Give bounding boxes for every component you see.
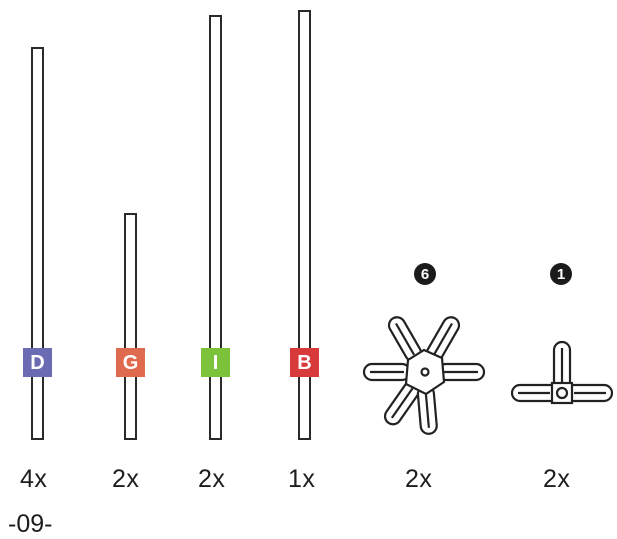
connector-6-quantity: 2x [405,465,433,493]
rod-b-quantity: 1x [288,465,316,493]
rod-b-label: B [290,348,319,377]
rod-g-label: G [116,348,145,377]
connector-1-number: 1 [550,263,572,285]
rod-i-label: I [201,348,230,377]
rod-g [124,213,137,440]
t-connector-icon [510,340,614,405]
rod-d [31,47,44,440]
connector-6-number: 6 [414,263,436,285]
connector-1-quantity: 2x [543,465,571,493]
rod-i [209,15,222,440]
rod-i-quantity: 2x [198,465,226,493]
five-way-connector-icon [362,316,486,435]
rod-b [298,10,311,440]
rod-d-quantity: 4x [20,465,48,493]
rod-d-label: D [23,348,52,377]
page-number: -09- [8,510,53,538]
rod-g-quantity: 2x [112,465,140,493]
